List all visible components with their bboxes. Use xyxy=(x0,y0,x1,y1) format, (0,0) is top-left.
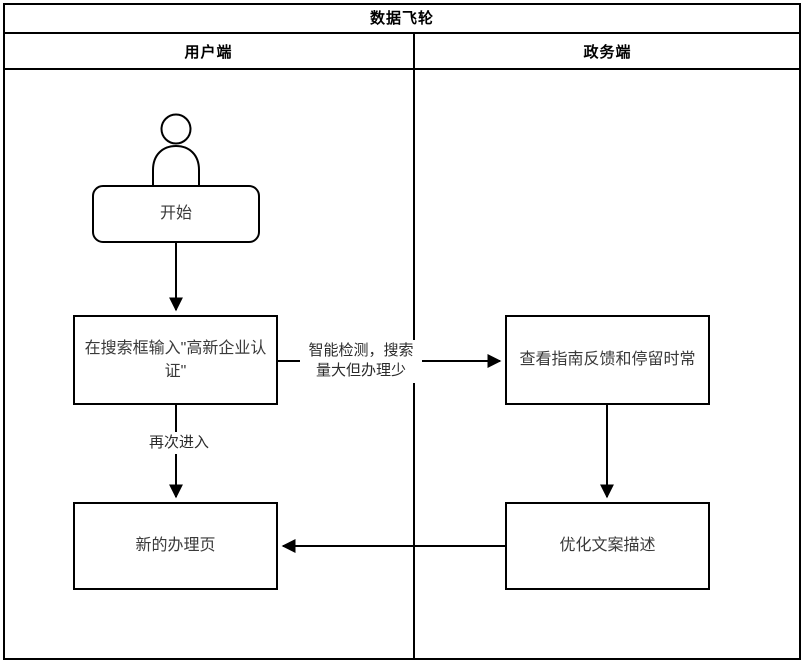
node-search-input[interactable]: 在搜索框输入"高新企业认证" xyxy=(73,315,278,405)
node-optimize-copy[interactable]: 优化文案描述 xyxy=(505,502,710,590)
node-new-page[interactable]: 新的办理页 xyxy=(73,502,278,590)
pool-title: 数据飞轮 xyxy=(3,3,801,34)
node-view-feedback[interactable]: 查看指南反馈和停留时常 xyxy=(505,315,710,405)
node-start[interactable]: 开始 xyxy=(92,185,260,243)
lane-header-user: 用户端 xyxy=(3,34,414,70)
person-actor-icon xyxy=(152,113,200,188)
edge-label-detect: 智能检测，搜索 量大但办理少 xyxy=(300,340,422,383)
swimlane-frame xyxy=(3,3,801,660)
lane-header-gov: 政务端 xyxy=(414,34,801,70)
edge-label-again: 再次进入 xyxy=(126,432,232,455)
